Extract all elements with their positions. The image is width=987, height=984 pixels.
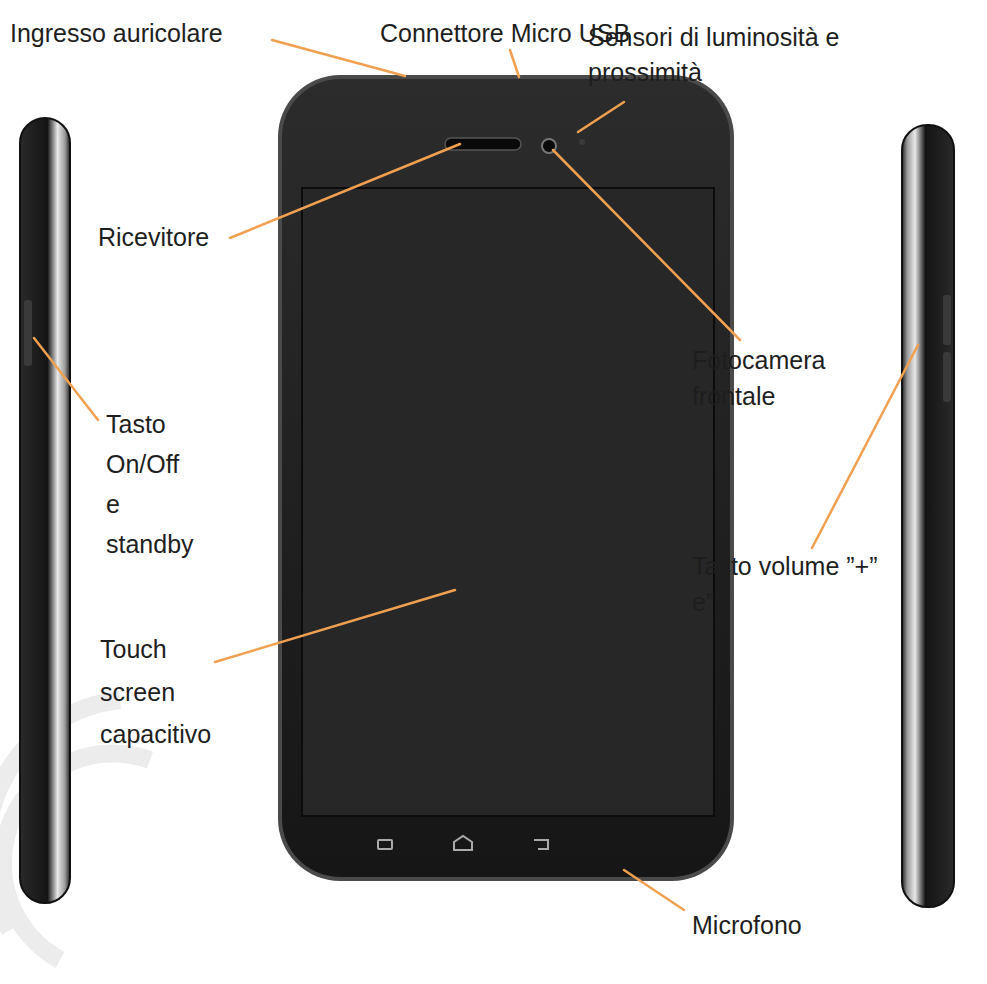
part-label: Fotocamera frontale xyxy=(692,342,825,415)
part-label: Touch screen capacitivo xyxy=(100,628,211,756)
part-label: Tasto volume ”+” e”-“ xyxy=(692,548,882,621)
left-side-view xyxy=(20,118,70,903)
part-label: Ricevitore xyxy=(98,222,209,253)
part-label: Sensori di luminosità e prossimità xyxy=(588,20,888,90)
part-label: Microfono xyxy=(692,910,802,941)
part-label: Tasto On/Off e standby xyxy=(106,404,194,564)
phone-front xyxy=(278,75,734,881)
right-side-view xyxy=(902,125,954,907)
part-label: Ingresso auricolare xyxy=(10,18,223,49)
leader-lines xyxy=(34,40,918,910)
